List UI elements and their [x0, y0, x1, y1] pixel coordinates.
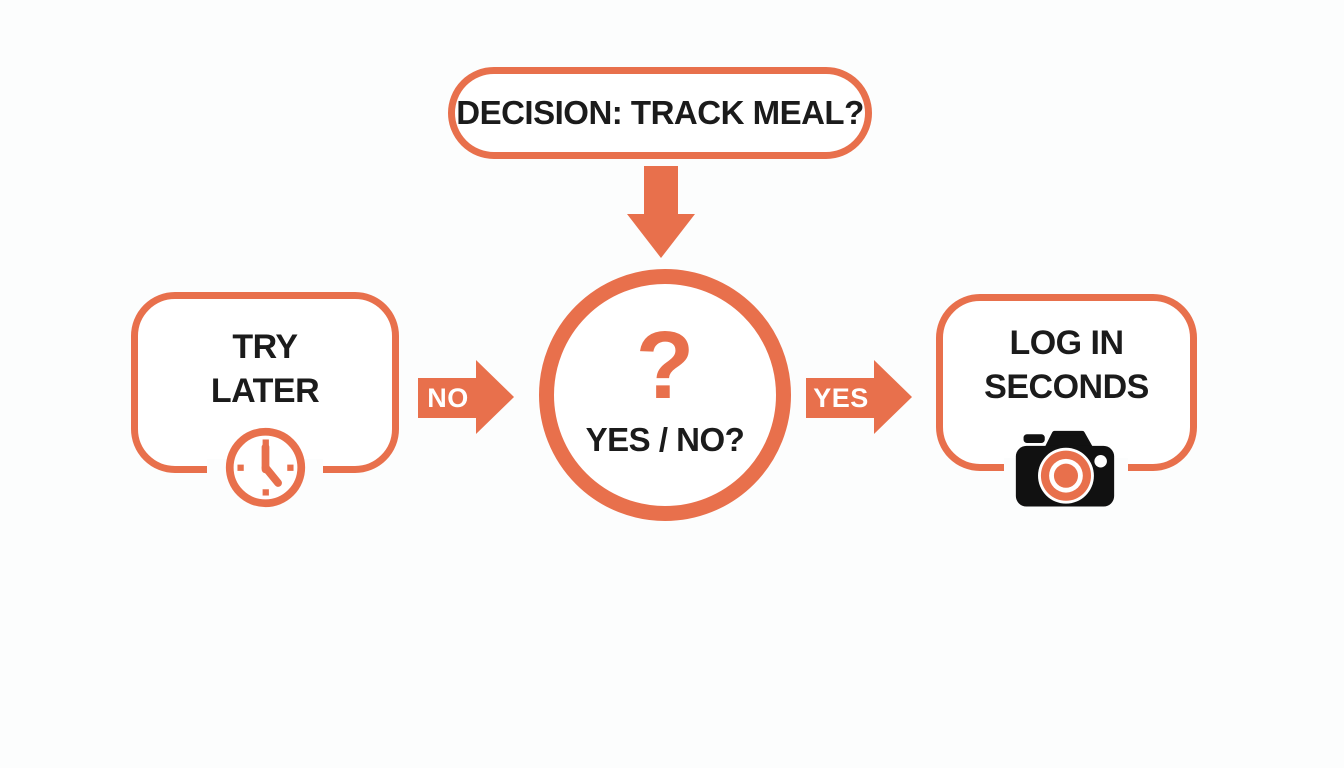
try-later-line1: TRY — [232, 327, 298, 366]
log-in-seconds-line1: LOG IN — [1009, 323, 1124, 362]
camera-icon — [1012, 423, 1118, 513]
yes-arrow-shaft: YES — [806, 378, 876, 418]
decision-circle-label: YES / NO? — [585, 420, 745, 458]
clock-icon-svg — [225, 427, 306, 508]
down-arrow — [627, 166, 695, 258]
question-mark-icon: ? — [635, 312, 695, 420]
no-arrow-shaft: NO — [418, 378, 478, 418]
decision-title-label: DECISION: TRACK MEAL? — [456, 94, 864, 131]
no-arrow-head — [476, 360, 514, 434]
yes-arrow-label: YES — [813, 382, 869, 413]
log-in-seconds-line2: SECONDS — [984, 367, 1149, 406]
yes-arrow-head — [874, 360, 912, 434]
camera-icon-svg — [1015, 430, 1115, 507]
decision-circle: ? YES / NO? — [539, 269, 791, 521]
yes-arrow: YES — [806, 360, 913, 434]
clock-icon — [222, 424, 309, 511]
decision-title-box: DECISION: TRACK MEAL? — [448, 67, 872, 159]
down-arrow-shaft — [644, 166, 678, 216]
no-arrow: NO — [418, 360, 514, 434]
try-later-line2: LATER — [210, 371, 320, 410]
no-arrow-label: NO — [427, 382, 469, 413]
down-arrow-head — [627, 214, 695, 258]
